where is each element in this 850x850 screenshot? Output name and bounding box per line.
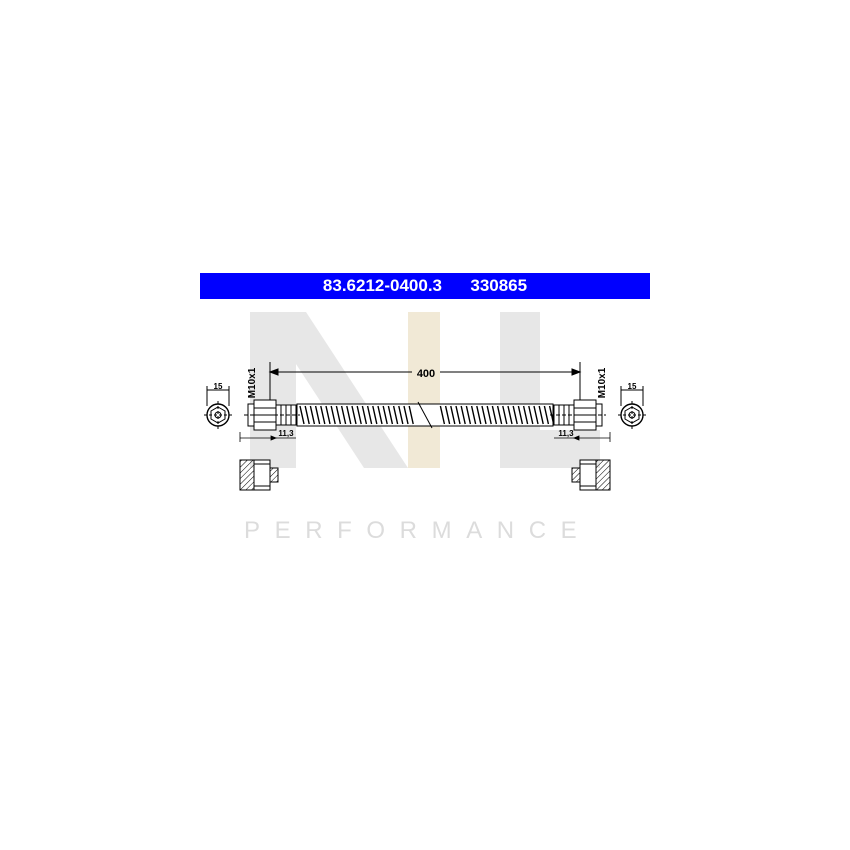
hose-coil — [392, 405, 399, 425]
hose-coil — [299, 405, 305, 425]
hose-coil — [538, 405, 544, 425]
hose-coil — [486, 405, 492, 425]
hose-coil — [372, 405, 378, 425]
offset-dimension-right — [554, 432, 611, 442]
hose-coil — [340, 405, 347, 425]
hose-coil — [356, 405, 362, 425]
hose-coil — [512, 405, 518, 425]
offset-dimension-left — [239, 432, 296, 442]
hose-coil — [361, 405, 368, 425]
hose-coil — [408, 405, 414, 425]
hose-coil — [491, 405, 498, 425]
hose-coil — [387, 405, 394, 425]
hose-coil — [470, 405, 477, 425]
hose-coil — [496, 405, 503, 425]
hose-coil — [517, 405, 524, 425]
left-end-view — [204, 386, 232, 429]
hose-coil — [335, 405, 342, 425]
hose-coil — [460, 405, 466, 425]
hose-coil — [309, 405, 316, 425]
hose-coil — [320, 405, 326, 425]
length-dimension — [268, 362, 582, 402]
offset-label-right: 11,3 — [558, 429, 574, 438]
hose-coil — [304, 405, 310, 425]
hose-coil — [398, 405, 404, 425]
diameter-label-left: 15 — [214, 382, 223, 391]
hose-coil — [543, 405, 550, 425]
reference-number: 330865 — [470, 276, 528, 295]
thread-label-left: M10x1 — [247, 367, 258, 398]
hose-coil — [351, 405, 357, 425]
hose-coil — [455, 405, 461, 425]
hose-coil — [502, 405, 508, 425]
hose-coil — [325, 405, 331, 425]
thread-label-right: M10x1 — [597, 367, 608, 398]
right-end-view — [618, 386, 646, 429]
hose-coil — [403, 405, 409, 425]
hose-coil — [346, 405, 352, 425]
hose-body — [296, 401, 555, 429]
hose-coil — [533, 405, 539, 425]
offset-label-left: 11,3 — [278, 429, 294, 438]
diameter-label-right: 15 — [628, 382, 637, 391]
right-port-section — [571, 459, 611, 491]
hose-coil — [439, 405, 446, 425]
part-number-banner: 83.6212-0400.3 330865 — [200, 273, 650, 299]
part-number: 83.6212-0400.3 — [322, 276, 443, 295]
watermark-text: PERFORMANCE — [244, 517, 592, 544]
left-fitting — [244, 399, 300, 431]
right-fitting — [550, 399, 606, 431]
hose-coil — [450, 405, 456, 425]
hose-coil — [481, 405, 487, 425]
hose-coil — [522, 405, 529, 425]
hose-coil — [444, 405, 451, 425]
hose-coil — [465, 405, 472, 425]
hose-coil — [377, 405, 383, 425]
left-port-section — [239, 459, 279, 491]
hose-coil — [314, 405, 321, 425]
hose-coil — [507, 405, 513, 425]
hose-coil — [528, 405, 534, 425]
hose-coil — [330, 405, 336, 425]
hose-coil — [382, 405, 388, 425]
hose-coil — [476, 405, 482, 425]
length-label: 400 — [417, 368, 435, 380]
hose-coil — [366, 405, 373, 425]
